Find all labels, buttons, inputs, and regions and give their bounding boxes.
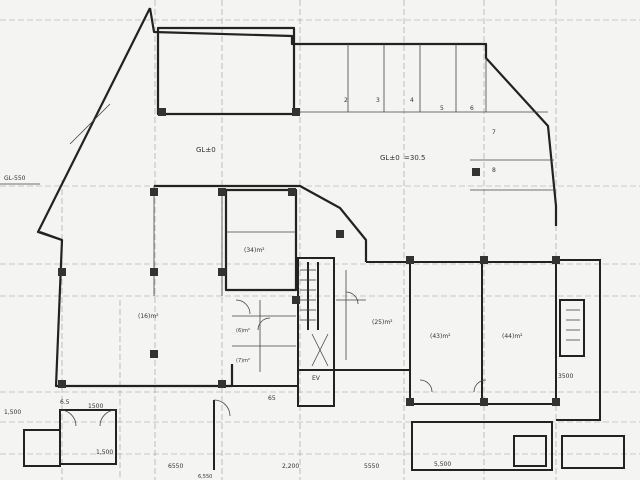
label-dim-5500: 5,500 xyxy=(434,461,451,468)
label-dim-2200: 2,200 xyxy=(282,463,299,470)
label-dim-1500-left: 1,500 xyxy=(4,409,21,416)
label-dim-1500-bot: 1,500 xyxy=(96,449,113,456)
label-level-2: 6.5 xyxy=(60,399,70,406)
plan-labels: GL±0 GL±0 =30.5 GL-550 (16)m² (34)m² (43… xyxy=(4,97,573,480)
label-gl-main: GL±0 xyxy=(196,146,216,154)
label-area-2: (34)m² xyxy=(244,247,265,254)
label-area-4: (44)m² xyxy=(502,333,523,340)
label-area-7: (7)m² xyxy=(236,358,250,364)
label-dim-3500: 3500 xyxy=(558,373,573,380)
label-level-1: 65 xyxy=(268,395,276,402)
label-park-2: 2 xyxy=(344,97,348,104)
label-area-3: (43)m² xyxy=(430,333,451,340)
label-park-3: 3 xyxy=(376,97,380,104)
label-gl-right: GL±0 xyxy=(380,154,400,162)
label-area-5: (25)m² xyxy=(372,319,393,326)
label-dim-6550: 6550 xyxy=(168,463,183,470)
label-gl-left: GL-550 xyxy=(4,175,26,182)
label-dim-5550: 5550 xyxy=(364,463,379,470)
label-dim-1500-top: 1500 xyxy=(88,403,103,410)
label-park-4: 4 xyxy=(410,97,414,104)
label-ev: EV xyxy=(312,375,321,382)
columns xyxy=(58,108,560,406)
label-park-8: 8 xyxy=(492,167,496,174)
label-park-6: 6 xyxy=(470,105,474,112)
label-park-7: 7 xyxy=(492,129,496,136)
thin-lines xyxy=(0,44,580,427)
label-area-1: (16)m² xyxy=(138,313,159,320)
label-park-5: 5 xyxy=(440,105,444,112)
label-dim-6550b: 6,550 xyxy=(198,474,212,480)
label-area-6: (6)m² xyxy=(236,328,250,334)
interior-walls xyxy=(23,257,625,471)
label-room-right-note: =30.5 xyxy=(404,154,425,162)
building-outline xyxy=(36,7,558,388)
